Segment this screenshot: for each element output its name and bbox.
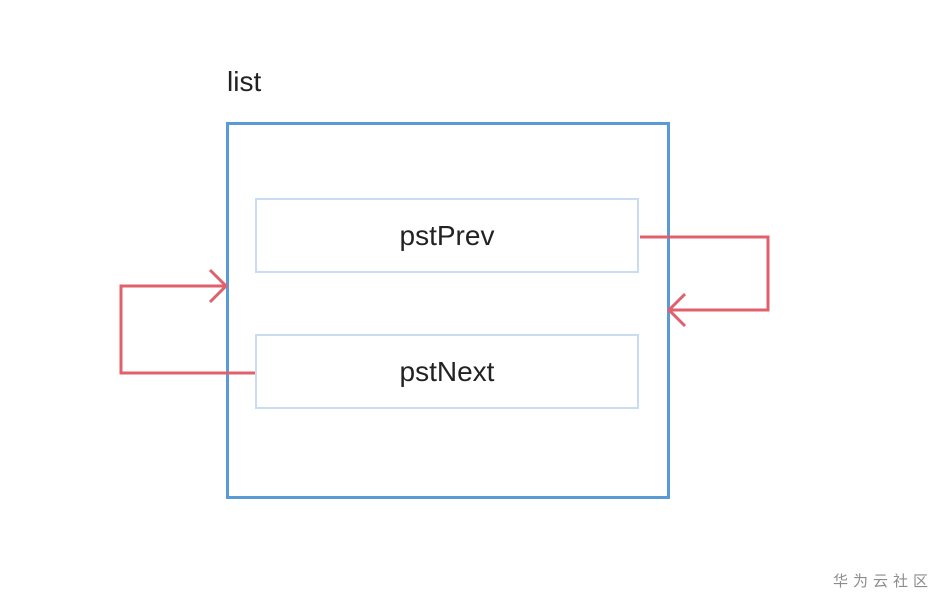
pstprev-arrow-line <box>640 235 770 312</box>
list-title: list <box>227 66 262 97</box>
watermark-text: 华为云社区 <box>832 572 933 590</box>
pstnext-arrow-line <box>119 284 255 375</box>
pstprev-arrowhead <box>666 292 687 328</box>
field-pstnext: pstNext <box>255 334 639 409</box>
pstnext-arrowhead <box>208 268 229 304</box>
field-pstprev: pstPrev <box>255 198 639 273</box>
